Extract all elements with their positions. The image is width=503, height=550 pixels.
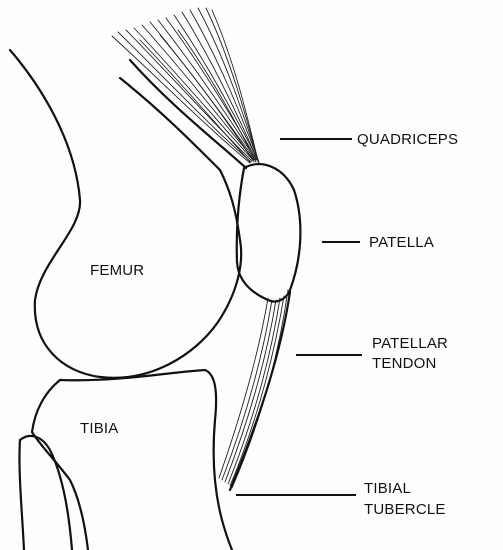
fibula-back-edge bbox=[19, 440, 24, 550]
tibia-back-edge bbox=[32, 380, 88, 550]
patellar-tendon-label-line2: TENDON bbox=[372, 355, 437, 372]
patella-label: PATELLA bbox=[369, 234, 434, 251]
patellar-tendon-fibers bbox=[219, 290, 288, 488]
femur-label: FEMUR bbox=[90, 262, 144, 279]
tibia-outline bbox=[60, 370, 232, 550]
tibial-tubercle-label-line1: TIBIAL bbox=[364, 480, 411, 497]
quadriceps-fibers bbox=[112, 8, 259, 165]
patellar-tendon-label-line1: PATELLAR bbox=[372, 335, 448, 352]
quadriceps-outline bbox=[130, 60, 246, 168]
femur-outline bbox=[10, 50, 241, 378]
patella-outline bbox=[237, 164, 301, 301]
quadriceps-label: QUADRICEPS bbox=[357, 131, 458, 148]
tibia-label: TIBIA bbox=[80, 420, 119, 437]
tibial-tubercle-label-line2: TUBERCLE bbox=[364, 501, 446, 518]
fibula-outline bbox=[20, 436, 72, 550]
